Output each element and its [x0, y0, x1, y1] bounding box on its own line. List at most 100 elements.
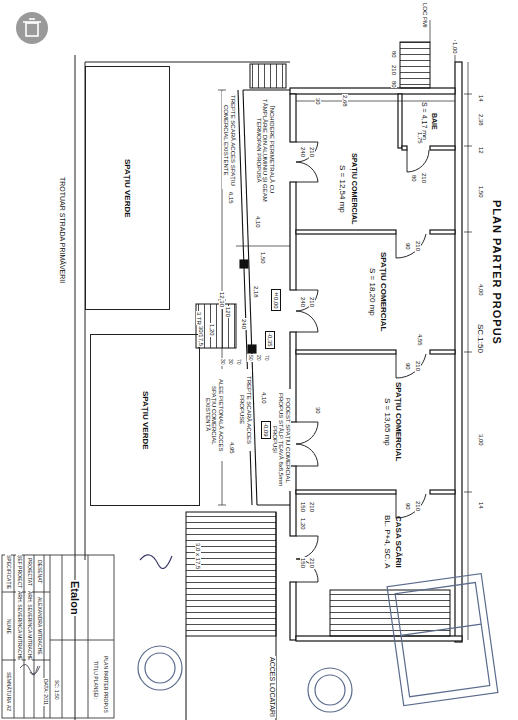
- dimension: 210: [309, 501, 316, 513]
- dimension: 1,75: [417, 131, 424, 145]
- title-block-cell: PROIECTAT: [26, 557, 32, 587]
- door-swings: [296, 142, 429, 582]
- dimension: 12: [478, 146, 485, 155]
- dimension: 240: [300, 146, 307, 158]
- dimension: 4,10: [255, 215, 262, 229]
- dimension: 1,00: [452, 41, 459, 55]
- plan-note: TREPTE SCARĂ ACCES SPAȚIU COMERCIAL EXIS…: [222, 91, 235, 189]
- dimension: 210: [421, 172, 428, 184]
- dimension: 210: [309, 296, 316, 308]
- dimension: 70: [263, 354, 269, 362]
- room: BAIES = 4,17 mp: [402, 96, 455, 146]
- dimension: 90: [405, 362, 412, 371]
- dimension: 1,50: [260, 251, 267, 265]
- dimension: 4,00: [478, 283, 485, 297]
- title-block-cell: Etalon: [69, 580, 81, 616]
- dimension: 30/17,5: [198, 325, 205, 347]
- dimension: 210: [391, 64, 398, 76]
- room-area: BL. P+4, SC. A: [382, 515, 391, 569]
- dimension: 3,00: [478, 433, 485, 447]
- dimension: 14: [478, 501, 485, 510]
- dimension: 240: [241, 318, 248, 330]
- glazing-line: [238, 90, 290, 505]
- dimension: 1,20: [300, 517, 307, 531]
- stamps: [138, 555, 498, 712]
- dimension: 150: [300, 557, 307, 569]
- room: SPAȚIU COMERCIALS = 13,65 mp: [330, 356, 455, 488]
- dimension: 4,95: [229, 441, 236, 455]
- trash-icon: [16, 12, 48, 44]
- title-block-cell: ȘEF PROIECT: [16, 554, 22, 589]
- dimension: 120: [225, 306, 232, 318]
- room: SPAȚIU COMERCIALS = 18,20 mp: [300, 236, 455, 348]
- dimension: 210: [415, 360, 422, 372]
- dimension: 30: [315, 97, 322, 106]
- dimension: -0,35: [265, 331, 276, 349]
- dimension: 14: [478, 94, 485, 103]
- title-block-cell: ALEXANDRA MITRACHE: [36, 596, 42, 656]
- room-area: S = 12,54 mp: [338, 165, 347, 213]
- room-name: SPAȚIU COMERCIAL: [394, 382, 403, 461]
- dimension: 70: [235, 358, 241, 366]
- title-block-cell: SPECIFICAȚIE: [5, 554, 11, 590]
- room: CASA SCĂRIIBL. P+4, SC. A: [330, 496, 455, 588]
- plan-note: ÎNCHIDERE PERIMETRALĂ CU TÂMPLĂRIE DIN A…: [255, 94, 275, 206]
- dimension: 90: [405, 502, 412, 511]
- room-name: SPAȚIU VERDE: [123, 159, 132, 218]
- green-area: SPAȚIU VERDE: [85, 66, 170, 310]
- room-name: SPAȚIU COMERCIAL: [349, 153, 357, 224]
- title-block: [2, 555, 114, 718]
- dimension: 210: [309, 557, 316, 569]
- dimension: 1,50: [478, 185, 485, 199]
- dimension: 210: [415, 240, 422, 252]
- plan-title: PLAN PARTER PROPUS: [491, 200, 503, 345]
- dimension: 150: [300, 501, 307, 513]
- stairs: [186, 42, 450, 720]
- plan-note: LOC PMI: [422, 2, 429, 29]
- title-block-cell: PLAN PARTER PROPUS: [102, 655, 108, 714]
- dimension: 2,38: [478, 113, 485, 127]
- title-block-cell: SEMNĂTURA: [5, 671, 11, 704]
- room-area: S = 13,65 mp: [382, 398, 391, 446]
- title-block-cell: DATA: 2011: [42, 678, 48, 706]
- dimension: 80: [411, 174, 418, 183]
- dimension: 240: [300, 296, 307, 308]
- dimension: 30: [219, 358, 225, 366]
- plan-note: SC.1:50: [476, 323, 485, 354]
- dimension: 30: [227, 358, 233, 366]
- room-name: CASA SCĂRII: [394, 516, 403, 568]
- room-area: S = 18,20 mp: [367, 268, 376, 316]
- dimension: 4,10: [261, 391, 268, 405]
- title-block-cell: ARH. SEVERINCA MITRACHE: [26, 590, 32, 661]
- dimension: 1,20: [209, 323, 216, 337]
- room-name: SPAȚIU COMERCIAL: [379, 252, 388, 331]
- dimension: 3 TR: [196, 311, 203, 326]
- plan-note: ALEE PIETONALĂ ACCES SPAȚIU COMERCIAL EX…: [204, 369, 224, 461]
- dimension: 50: [247, 354, 253, 362]
- room-name: SPAȚIU VERDE: [140, 391, 149, 450]
- dimension: -0,09: [261, 421, 272, 439]
- dimension: 90: [405, 242, 412, 251]
- green-area: SPAȚIU VERDE: [90, 334, 200, 506]
- dimension: 20: [255, 354, 261, 362]
- dimension: 210: [415, 500, 422, 512]
- walls: [290, 62, 462, 642]
- dimension: 6,15: [228, 191, 235, 205]
- dimension: 3,0 x 17,5: [195, 542, 202, 570]
- plan-note: TROTUAR STRADA PRIMĂVERII: [58, 176, 66, 284]
- title-block-cell: ARH. SEVERINCA MITRACHE: [16, 590, 22, 661]
- title-block-cell: NUME: [5, 618, 11, 635]
- plan-note: ACCES LOCATARI: [268, 656, 276, 718]
- dimension: 80: [391, 50, 398, 59]
- dimension: 80: [391, 80, 398, 89]
- dimension: ±0,00: [271, 289, 282, 311]
- title-block-cell: SC: 1:50: [53, 679, 59, 700]
- title-block-cell: TITLU PLANȘEI:: [92, 660, 98, 700]
- room: SPAȚIU COMERCIALS = 12,54 mp: [300, 150, 396, 228]
- plan-note: PODEST SPAȚIU COMERCIAL PROPUS STÂLP ȚEA…: [271, 389, 291, 491]
- sidewalk-lines: [75, 55, 290, 720]
- plan-note: TREPTE SCARĂ ACCES PROPUSE: [238, 369, 251, 451]
- title-block-cell: A2: [5, 704, 11, 712]
- title-block-cell: DESENAT: [36, 559, 42, 584]
- dimension: 2,68: [342, 94, 349, 108]
